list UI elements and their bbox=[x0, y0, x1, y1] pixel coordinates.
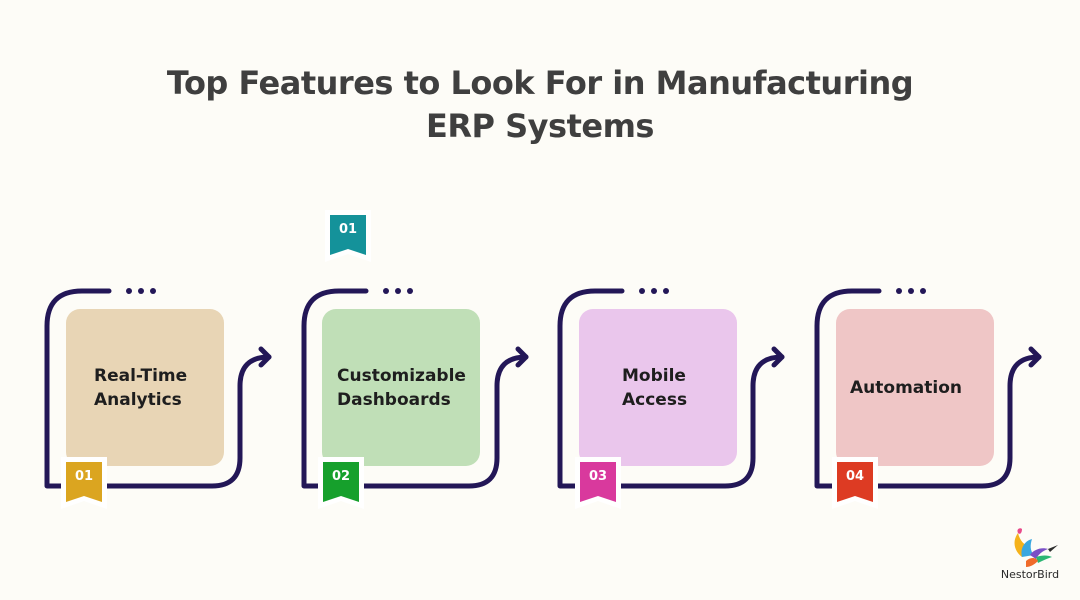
feature-card-mobile-access: Mobile Access bbox=[579, 309, 737, 466]
ellipsis-dot bbox=[407, 288, 413, 294]
ellipsis-dot bbox=[663, 288, 669, 294]
ellipsis-dot bbox=[138, 288, 144, 294]
ellipsis-dot bbox=[150, 288, 156, 294]
page-title: Top Features to Look For in Manufacturin… bbox=[0, 62, 1080, 148]
title-line-1: Top Features to Look For in Manufacturin… bbox=[166, 64, 914, 102]
ellipsis-dot bbox=[908, 288, 914, 294]
step-badge-number: 04 bbox=[845, 469, 865, 484]
floating-badge-number: 01 bbox=[338, 222, 358, 237]
ellipsis-dot bbox=[395, 288, 401, 294]
step-badge-02: 02 bbox=[318, 457, 364, 509]
feature-label: Real-Time Analytics bbox=[94, 365, 188, 410]
feature-label: Automation bbox=[850, 377, 962, 398]
step-badge-04: 04 bbox=[832, 457, 878, 509]
feature-label: Customizable Dashboards bbox=[337, 365, 466, 410]
step-badge-shape bbox=[575, 457, 621, 509]
step-connector-line bbox=[44, 288, 272, 489]
floating-badge-shape bbox=[325, 210, 371, 262]
floating-badge: 01 bbox=[325, 210, 371, 262]
arrow-head-icon bbox=[258, 346, 272, 368]
hummingbird-icon bbox=[1000, 527, 1064, 583]
arrow-head-icon bbox=[771, 346, 785, 368]
step-connector-line bbox=[557, 288, 785, 489]
feature-card-real-time-analytics: Real-Time Analytics bbox=[66, 309, 224, 466]
ellipsis-dot bbox=[639, 288, 645, 294]
step-badge-03: 03 bbox=[575, 457, 621, 509]
step-connector-line bbox=[301, 288, 529, 489]
arrow-head-icon bbox=[1028, 346, 1042, 368]
step-connector-line bbox=[814, 288, 1042, 489]
feature-label: Mobile Access bbox=[622, 365, 688, 410]
ellipsis-dot bbox=[896, 288, 902, 294]
step-badge-shape bbox=[61, 457, 107, 509]
feature-card-customizable-dashboards: Customizable Dashboards bbox=[322, 309, 480, 466]
arrow-head-icon bbox=[515, 346, 529, 368]
step-badge-shape bbox=[832, 457, 878, 509]
logo-text: NestorBird bbox=[1000, 568, 1060, 581]
ellipsis-dot bbox=[383, 288, 389, 294]
ellipsis-dot bbox=[651, 288, 657, 294]
step-badge-01: 01 bbox=[61, 457, 107, 509]
step-badge-shape bbox=[318, 457, 364, 509]
title-line-2: ERP Systems bbox=[426, 107, 654, 145]
step-badge-number: 02 bbox=[331, 469, 351, 484]
ellipsis-dot bbox=[126, 288, 132, 294]
ellipsis-dot bbox=[920, 288, 926, 294]
step-badge-number: 03 bbox=[588, 469, 608, 484]
feature-card-automation: Automation bbox=[836, 309, 994, 466]
step-badge-number: 01 bbox=[74, 469, 94, 484]
